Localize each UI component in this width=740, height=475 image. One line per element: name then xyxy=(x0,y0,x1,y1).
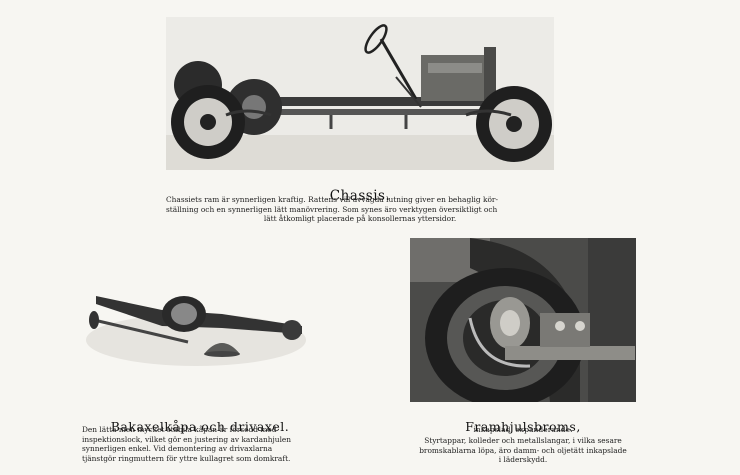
chassis-caption-line: ställning och en synnerligen lätt manövr… xyxy=(166,204,498,214)
front-brake-caption: Styrtappar, kolleder och metallslangar, … xyxy=(410,436,636,465)
front-brake-subtitle: inkapslad, expanderande. xyxy=(473,425,573,434)
front-brake-caption-line: bromskablarna löpa, äro damm- och oljetä… xyxy=(419,445,627,455)
rear-axle-caption-line: Den lätta men mycket stabila kåpan är fö… xyxy=(82,425,277,434)
front-brake-photo xyxy=(410,238,636,402)
rear-axle-title: Bakaxelkåpa och drivaxel. xyxy=(110,419,290,435)
front-brake-caption-line: Styrtappar, kolleder och metallslangar, … xyxy=(424,436,622,445)
chassis-photo xyxy=(166,17,554,170)
rear-axle-caption-line: synnerligen enkel. Vid demontering av dr… xyxy=(82,444,273,454)
rear-axle-caption-line: inspektionslock, vilket gör en justering… xyxy=(82,434,292,444)
rear-axle-caption-line: tjänstgör ringmuttern för yttre kullagre… xyxy=(82,453,291,463)
chassis-title: Chassis. xyxy=(329,188,391,205)
chassis-caption: Chassiets ram är synnerligen kraftig. Ra… xyxy=(166,195,554,224)
chassis-caption-line: lätt åtkomligt placerade på konsollernas… xyxy=(263,214,457,224)
chassis-caption-line: Chassiets ram är synnerligen kraftig. Ra… xyxy=(166,195,498,204)
rear-axle-photo xyxy=(82,282,310,372)
front-brake-title: Framhjulsbroms, xyxy=(465,419,581,435)
front-brake-caption-line: i läderskydd. xyxy=(498,455,548,465)
rear-axle-caption: Den lätta men mycket stabila kåpan är fö… xyxy=(82,425,310,463)
